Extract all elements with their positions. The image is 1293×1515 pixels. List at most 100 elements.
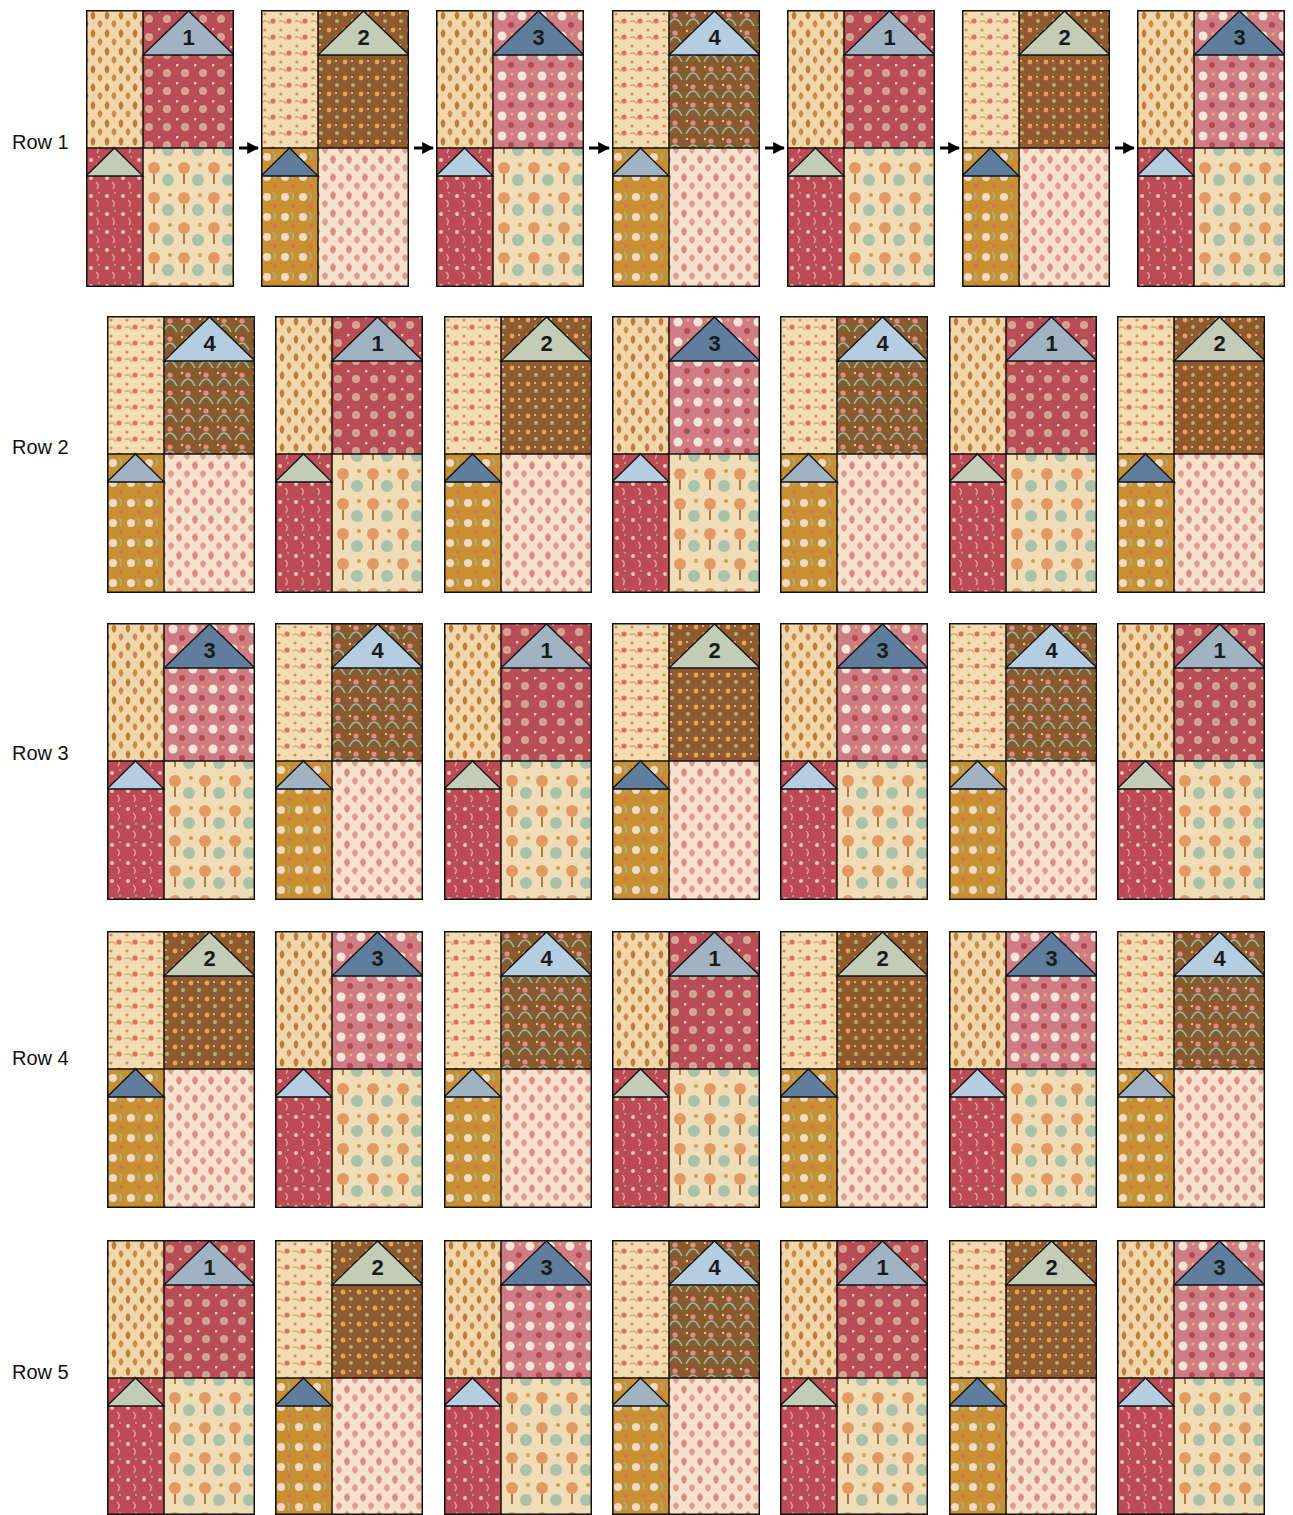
block-number: 1 (501, 637, 592, 665)
block-number: 1 (164, 1254, 255, 1282)
number-triangle (1006, 624, 1097, 668)
block-number: 1 (844, 24, 935, 52)
block-number: 3 (164, 637, 255, 665)
block-fabric (444, 1240, 592, 1515)
small-triangle (780, 1069, 837, 1097)
sequence-arrow (765, 147, 784, 150)
number-triangle (669, 932, 760, 976)
block-number: 2 (1006, 1254, 1097, 1282)
number-triangle (837, 624, 928, 668)
number-triangle (1019, 11, 1110, 55)
small-triangle (86, 148, 143, 176)
small-triangle (1117, 454, 1174, 482)
small-triangle (1117, 761, 1174, 789)
number-triangle (493, 11, 584, 55)
block-number: 3 (1174, 1254, 1265, 1282)
small-triangle (107, 1069, 164, 1097)
small-triangle (261, 148, 318, 176)
block-number: 3 (1006, 945, 1097, 973)
block-number: 4 (501, 945, 592, 973)
number-triangle (1006, 317, 1097, 361)
block-fabric (444, 316, 592, 593)
block-fabric (86, 10, 234, 287)
number-triangle (164, 624, 255, 668)
number-triangle (1174, 317, 1265, 361)
block-fabric (962, 10, 1110, 287)
quilt-block: 1 (949, 316, 1097, 593)
quilt-block: 2 (261, 10, 409, 287)
block-fabric (612, 316, 760, 593)
row-label: Row 5 (12, 1360, 69, 1384)
quilt-block: 1 (1117, 623, 1265, 900)
block-fabric (444, 623, 592, 900)
sequence-arrow (940, 147, 959, 150)
block-fabric (275, 623, 423, 900)
block-fabric (612, 623, 760, 900)
small-triangle (107, 454, 164, 482)
block-number: 1 (669, 945, 760, 973)
block-fabric (780, 623, 928, 900)
number-triangle (837, 932, 928, 976)
small-triangle (107, 761, 164, 789)
block-number: 2 (837, 945, 928, 973)
block-fabric (1117, 316, 1265, 593)
row-label: Row 3 (12, 741, 69, 765)
block-fabric (1117, 623, 1265, 900)
block-number: 2 (669, 637, 760, 665)
block-fabric (780, 1240, 928, 1515)
number-triangle (164, 932, 255, 976)
block-number: 2 (164, 945, 255, 973)
block-fabric (949, 931, 1097, 1208)
quilt-block: 4 (612, 1240, 760, 1515)
number-triangle (501, 932, 592, 976)
quilt-block: 4 (444, 931, 592, 1208)
quilt-block: 2 (444, 316, 592, 593)
small-triangle (107, 1378, 164, 1406)
quilt-block: 3 (107, 623, 255, 900)
block-fabric (780, 316, 928, 593)
small-triangle (612, 148, 669, 176)
block-fabric (436, 10, 584, 287)
block-number: 4 (669, 24, 760, 52)
small-triangle (275, 1069, 332, 1097)
number-triangle (844, 11, 935, 55)
small-triangle (780, 761, 837, 789)
small-triangle (1117, 1069, 1174, 1097)
number-triangle (501, 624, 592, 668)
number-triangle (669, 1241, 760, 1285)
block-fabric (107, 1240, 255, 1515)
quilt-block: 1 (275, 316, 423, 593)
quilt-block: 3 (1117, 1240, 1265, 1515)
quilt-block: 2 (107, 931, 255, 1208)
number-triangle (318, 11, 409, 55)
sequence-arrow (1115, 147, 1134, 150)
small-triangle (436, 148, 493, 176)
number-triangle (332, 1241, 423, 1285)
number-triangle (837, 317, 928, 361)
number-triangle (669, 317, 760, 361)
block-number: 2 (1019, 24, 1110, 52)
block-number: 4 (164, 330, 255, 358)
block-fabric (107, 316, 255, 593)
block-number: 4 (1174, 945, 1265, 973)
block-number: 3 (493, 24, 584, 52)
small-triangle (612, 761, 669, 789)
block-number: 3 (332, 945, 423, 973)
quilt-block: 4 (1117, 931, 1265, 1208)
quilt-block: 4 (780, 316, 928, 593)
block-number: 1 (1006, 330, 1097, 358)
quilt-block: 1 (780, 1240, 928, 1515)
block-fabric (444, 931, 592, 1208)
block-number: 1 (1174, 637, 1265, 665)
block-number: 1 (837, 1254, 928, 1282)
small-triangle (780, 1378, 837, 1406)
block-number: 4 (837, 330, 928, 358)
row-label: Row 1 (12, 130, 69, 154)
quilt-block: 2 (275, 1240, 423, 1515)
small-triangle (1137, 148, 1194, 176)
small-triangle (949, 454, 1006, 482)
block-fabric (612, 10, 760, 287)
quilt-block: 3 (949, 931, 1097, 1208)
block-fabric (780, 931, 928, 1208)
number-triangle (164, 1241, 255, 1285)
